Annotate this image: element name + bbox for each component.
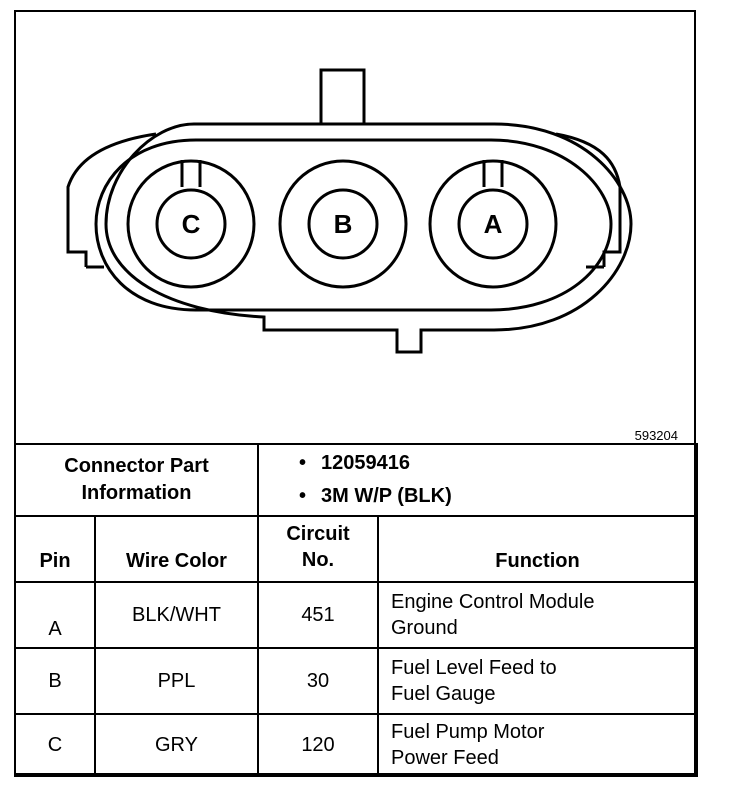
- header-pin: Pin: [14, 515, 96, 583]
- header-function: Function: [376, 515, 699, 583]
- row-function: Fuel Level Feed to Fuel Gauge: [376, 647, 699, 715]
- table-row: B PPL 30 Fuel Level Feed to Fuel Gauge: [14, 647, 699, 715]
- header-row: Pin Wire Color Circuit No. Function: [14, 515, 699, 583]
- row-function-line1: Engine Control Module: [391, 591, 595, 613]
- right-ear: [555, 132, 622, 267]
- pin-label-a: A: [484, 209, 503, 239]
- row-pin: A: [14, 581, 96, 649]
- header-wire-color: Wire Color: [94, 515, 259, 583]
- row-circuit: 451: [257, 581, 379, 649]
- outer-housing: [104, 122, 633, 354]
- part-number-item: • 12059416: [259, 447, 696, 480]
- row-function: Fuel Pump Motor Power Feed: [376, 713, 699, 777]
- part-info-row: Connector Part Information • 12059416 • …: [14, 443, 699, 517]
- cavity-c-outer: [126, 159, 256, 289]
- row-function-line2: Power Feed: [391, 747, 499, 769]
- row-circuit: 120: [257, 713, 379, 777]
- pin-label-b: B: [334, 209, 353, 239]
- row-wire-color: PPL: [94, 647, 259, 715]
- connector-diagram: C B A: [66, 68, 633, 354]
- part-info-label-line2: Information: [81, 482, 192, 504]
- row-circuit: 30: [257, 647, 379, 715]
- row-function-line2: Ground: [391, 617, 458, 639]
- inner-housing: [94, 138, 613, 312]
- pinout-table: Connector Part Information • 12059416 • …: [14, 443, 699, 777]
- cavity-a-key: [482, 160, 504, 187]
- table-row: A BLK/WHT 451 Engine Control Module Grou…: [14, 581, 699, 649]
- header-circuit-line2: No.: [301, 549, 335, 571]
- figure-id: 593204: [634, 428, 678, 443]
- header-circuit-line1: Circuit: [286, 523, 350, 545]
- part-info-label: Connector Part Information: [14, 443, 259, 517]
- cavity-a-inner: [457, 188, 529, 260]
- row-function-line1: Fuel Pump Motor: [391, 721, 545, 743]
- cavity-c-key: [180, 160, 202, 187]
- bullet-icon: •: [299, 485, 307, 507]
- part-description-item: • 3M W/P (BLK): [259, 480, 696, 513]
- part-info-label-line1: Connector Part: [64, 455, 209, 477]
- cavity-b-inner: [307, 188, 379, 260]
- part-info-values: • 12059416 • 3M W/P (BLK): [256, 443, 699, 517]
- top-lock-tab: [319, 68, 366, 124]
- pin-label-c: C: [182, 209, 201, 239]
- cavity-c-inner: [155, 188, 227, 260]
- row-pin: B: [14, 647, 96, 715]
- row-pin: C: [14, 713, 96, 777]
- cavity-b-outer: [278, 159, 408, 289]
- part-number: 12059416: [321, 452, 410, 474]
- row-function-line1: Fuel Level Feed to: [391, 657, 557, 679]
- cavity-a-outer: [428, 159, 558, 289]
- row-function-line2: Fuel Gauge: [391, 683, 496, 705]
- row-wire-color: BLK/WHT: [94, 581, 259, 649]
- bullet-icon: •: [299, 452, 307, 474]
- table-row: C GRY 120 Fuel Pump Motor Power Feed: [14, 713, 699, 777]
- row-function: Engine Control Module Ground: [376, 581, 699, 649]
- header-circuit: Circuit No.: [257, 515, 379, 583]
- connector-frame: C B A 593204 Connector Part Information …: [14, 10, 699, 777]
- part-description: 3M W/P (BLK): [321, 485, 452, 507]
- row-wire-color: GRY: [94, 713, 259, 777]
- left-ear: [66, 132, 157, 267]
